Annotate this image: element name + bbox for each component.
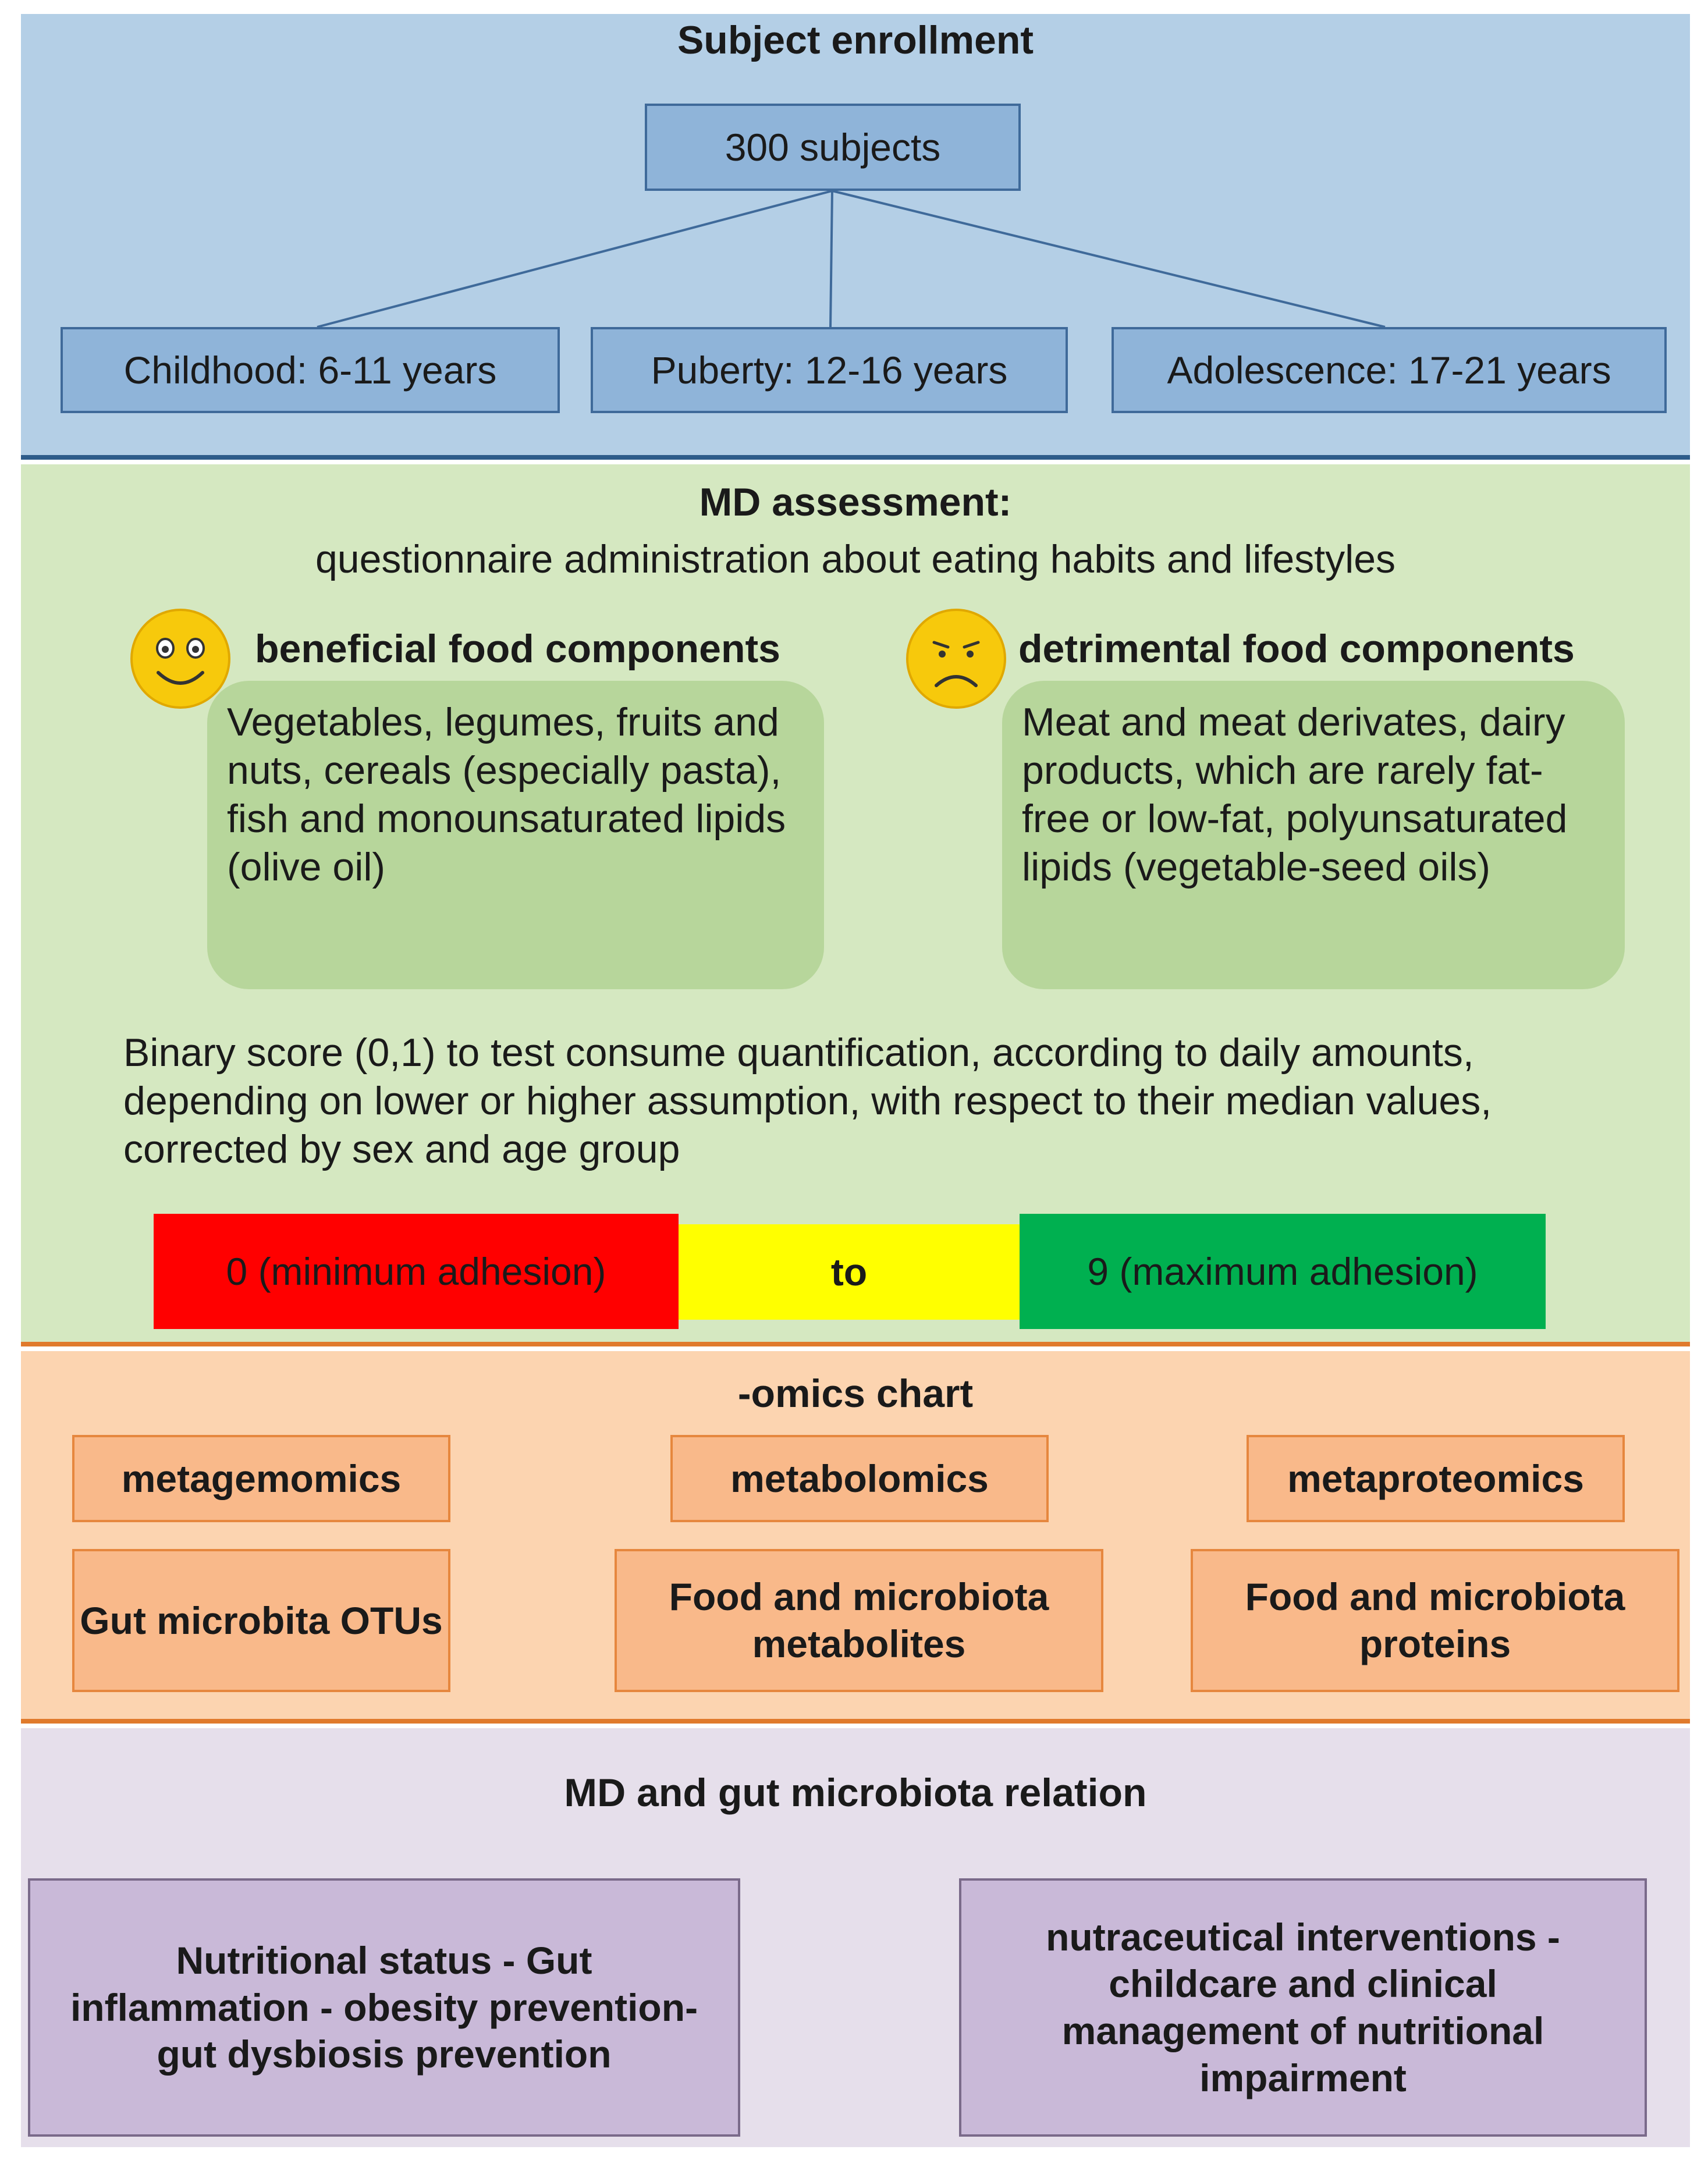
omics-head-metaproteomics: metaproteomics [1247, 1435, 1625, 1522]
md-title: MD assessment: [699, 480, 1012, 524]
group-puberty-box: Puberty: 12-16 years [591, 327, 1068, 413]
omics-body-metaproteomics: Food and microbiota proteins [1191, 1549, 1679, 1692]
relation-title: MD and gut microbiota relation [564, 1771, 1147, 1815]
omics-title: -omics chart [737, 1371, 974, 1416]
omics-body-metagenomics: Gut microbita OTUs [72, 1549, 450, 1692]
enrollment-title: Subject enrollment [677, 18, 1034, 62]
sad-face-icon [906, 609, 1006, 709]
connector-root-puberty [829, 190, 833, 328]
binary-score-text: Binary score (0,1) to test consume quant… [123, 1031, 1492, 1171]
beneficial-label: beneficial food components [255, 627, 780, 671]
detrimental-label: detrimental food components [1018, 627, 1575, 671]
smiley-face-icon [130, 609, 230, 709]
md-subtitle: questionnaire administration about eatin… [315, 537, 1396, 581]
scale-min-segment: 0 (minimum adhesion) [154, 1214, 679, 1329]
scale-max-segment: 9 (maximum adhesion) [1020, 1214, 1546, 1329]
relation-left-box: Nutritional status - Gut inflammation - … [28, 1878, 740, 2137]
omics-body-metabolomics: Food and microbiota metabolites [615, 1549, 1103, 1692]
omics-head-metabolomics: metabolomics [670, 1435, 1049, 1522]
beneficial-components-box: Vegetables, legumes, fruits and nuts, ce… [207, 681, 824, 989]
detrimental-components-box: Meat and meat derivates, dairy products,… [1002, 681, 1625, 989]
group-childhood-box: Childhood: 6-11 years [61, 327, 560, 413]
connector-root-adolescence [832, 190, 1386, 328]
omics-head-metagenomics: metagemomics [72, 1435, 450, 1522]
root-subjects-box: 300 subjects [645, 104, 1021, 191]
scale-mid-segment: to [679, 1224, 1020, 1320]
group-adolescence-box: Adolescence: 17-21 years [1112, 327, 1667, 413]
relation-right-box: nutraceutical interventions - childcare … [959, 1878, 1647, 2137]
connector-root-childhood [317, 190, 833, 328]
